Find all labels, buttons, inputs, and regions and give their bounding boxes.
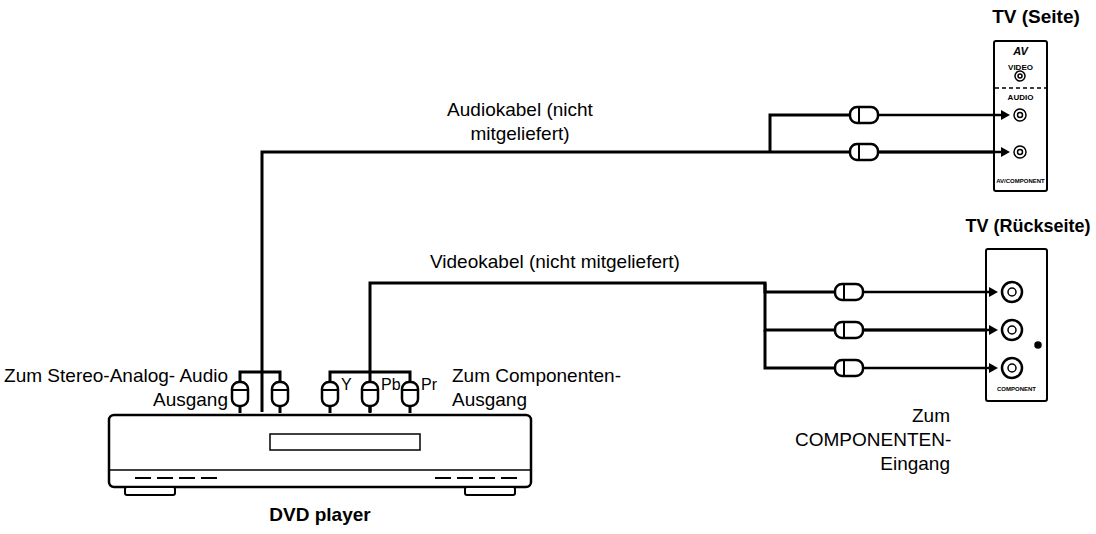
signal-name: Pb <box>381 376 401 394</box>
cable-branches <box>240 115 850 382</box>
dvd-player-body <box>105 412 535 504</box>
port-label: Zum Stereo-Analog- Audio Ausgang <box>4 364 228 412</box>
jack-panel: AV VIDEO AUDIO AV/COMPONENT <box>993 40 1048 192</box>
device-name: DVD player <box>105 504 535 527</box>
cable-label: Audiokabel (nicht mitgeliefert) <box>420 98 620 146</box>
signal-name: Pr <box>421 376 437 394</box>
jack-label: AV/COMPONENT <box>995 178 1046 185</box>
plug-symbols <box>232 107 1010 413</box>
cable <box>370 283 985 412</box>
tv-panel: AV VIDEO AUDIO AV/COMPONENT TV (Seite) <box>980 6 1092 196</box>
jack-panel: COMPONENT <box>985 248 1048 402</box>
dvd-player: DVD player <box>105 412 535 532</box>
port-label: Zum COMPONENTEN- Eingang <box>795 404 950 476</box>
panel-heading: TV (Rückseite) <box>962 216 1094 238</box>
signal-name: Y <box>341 376 352 394</box>
cable-label: Videokabel (nicht mitgeliefert) <box>430 250 680 274</box>
jack-label: AV <box>995 45 1046 58</box>
panel-heading: TV (Seite) <box>980 6 1092 29</box>
tv-panel: COMPONENT TV (Rückseite) <box>962 216 1094 406</box>
jack-label: VIDEO <box>995 63 1046 73</box>
port-label: Zum Componenten- Ausgang <box>452 364 642 412</box>
jack-label: AUDIO <box>995 93 1046 103</box>
jack-label: COMPONENT <box>987 386 1046 393</box>
cable <box>262 152 993 412</box>
